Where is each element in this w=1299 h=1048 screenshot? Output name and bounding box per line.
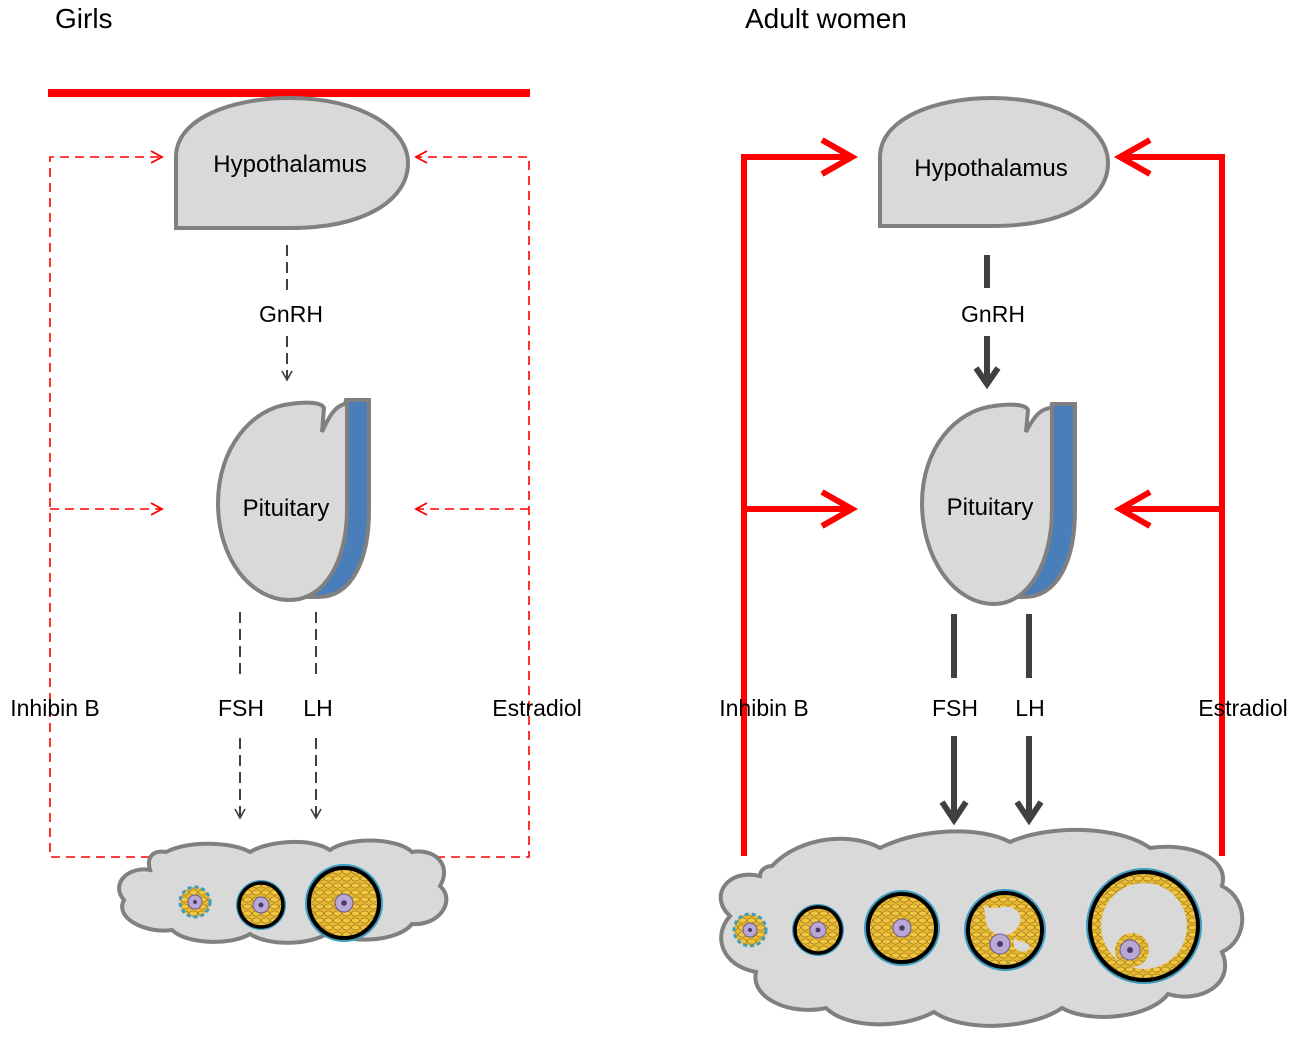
follicle-secondary (305, 864, 383, 942)
follicle-secondary (864, 890, 940, 966)
follicle-primary (236, 880, 286, 930)
pituitary-label: Pituitary (947, 494, 1034, 521)
pituitary: Pituitary (919, 402, 1077, 607)
estradiol-label: Estradiol (1198, 695, 1287, 721)
gnrh-label: GnRH (259, 301, 323, 327)
fsh-label: FSH (218, 695, 264, 721)
follicle-primordial (732, 912, 768, 948)
follicle-early-antral (964, 889, 1046, 971)
feedback-loop-inhibin (741, 137, 859, 856)
panel-adult-women: Adult women Hypothalamus GnRH (718, 3, 1288, 1028)
estradiol-label: Estradiol (492, 695, 581, 721)
pituitary: Pituitary (215, 398, 371, 603)
feedback-loop-inhibin (49, 150, 164, 858)
follicle-antral (1086, 868, 1202, 984)
inhibin-label: Inhibin B (719, 695, 809, 721)
follicle-primordial (178, 885, 212, 919)
feedback-loop-estradiol (414, 150, 530, 858)
fsh-arrow (939, 736, 969, 826)
follicle-primary (792, 904, 844, 956)
hypothalamus: Hypothalamus (878, 95, 1111, 228)
pituitary-label: Pituitary (243, 495, 330, 522)
lh-arrow (1014, 736, 1044, 826)
feedback-loop-estradiol (1113, 137, 1225, 856)
panel-title: Adult women (745, 3, 907, 34)
panel-girls: Girls Hypothalamus GnRH Pituitary F (10, 3, 582, 945)
lh-label: LH (1015, 695, 1044, 721)
lh-label: LH (303, 695, 332, 721)
gnrh-label: GnRH (961, 301, 1025, 327)
inhibin-label: Inhibin B (10, 695, 100, 721)
hypothalamus-label: Hypothalamus (914, 155, 1067, 182)
fsh-label: FSH (932, 695, 978, 721)
panel-title: Girls (55, 3, 113, 34)
ovary (117, 838, 449, 945)
gnrh-arrow (973, 336, 1001, 390)
ovary (718, 827, 1245, 1028)
hypothalamus-label: Hypothalamus (213, 151, 366, 178)
hypothalamus: Hypothalamus (174, 95, 411, 230)
